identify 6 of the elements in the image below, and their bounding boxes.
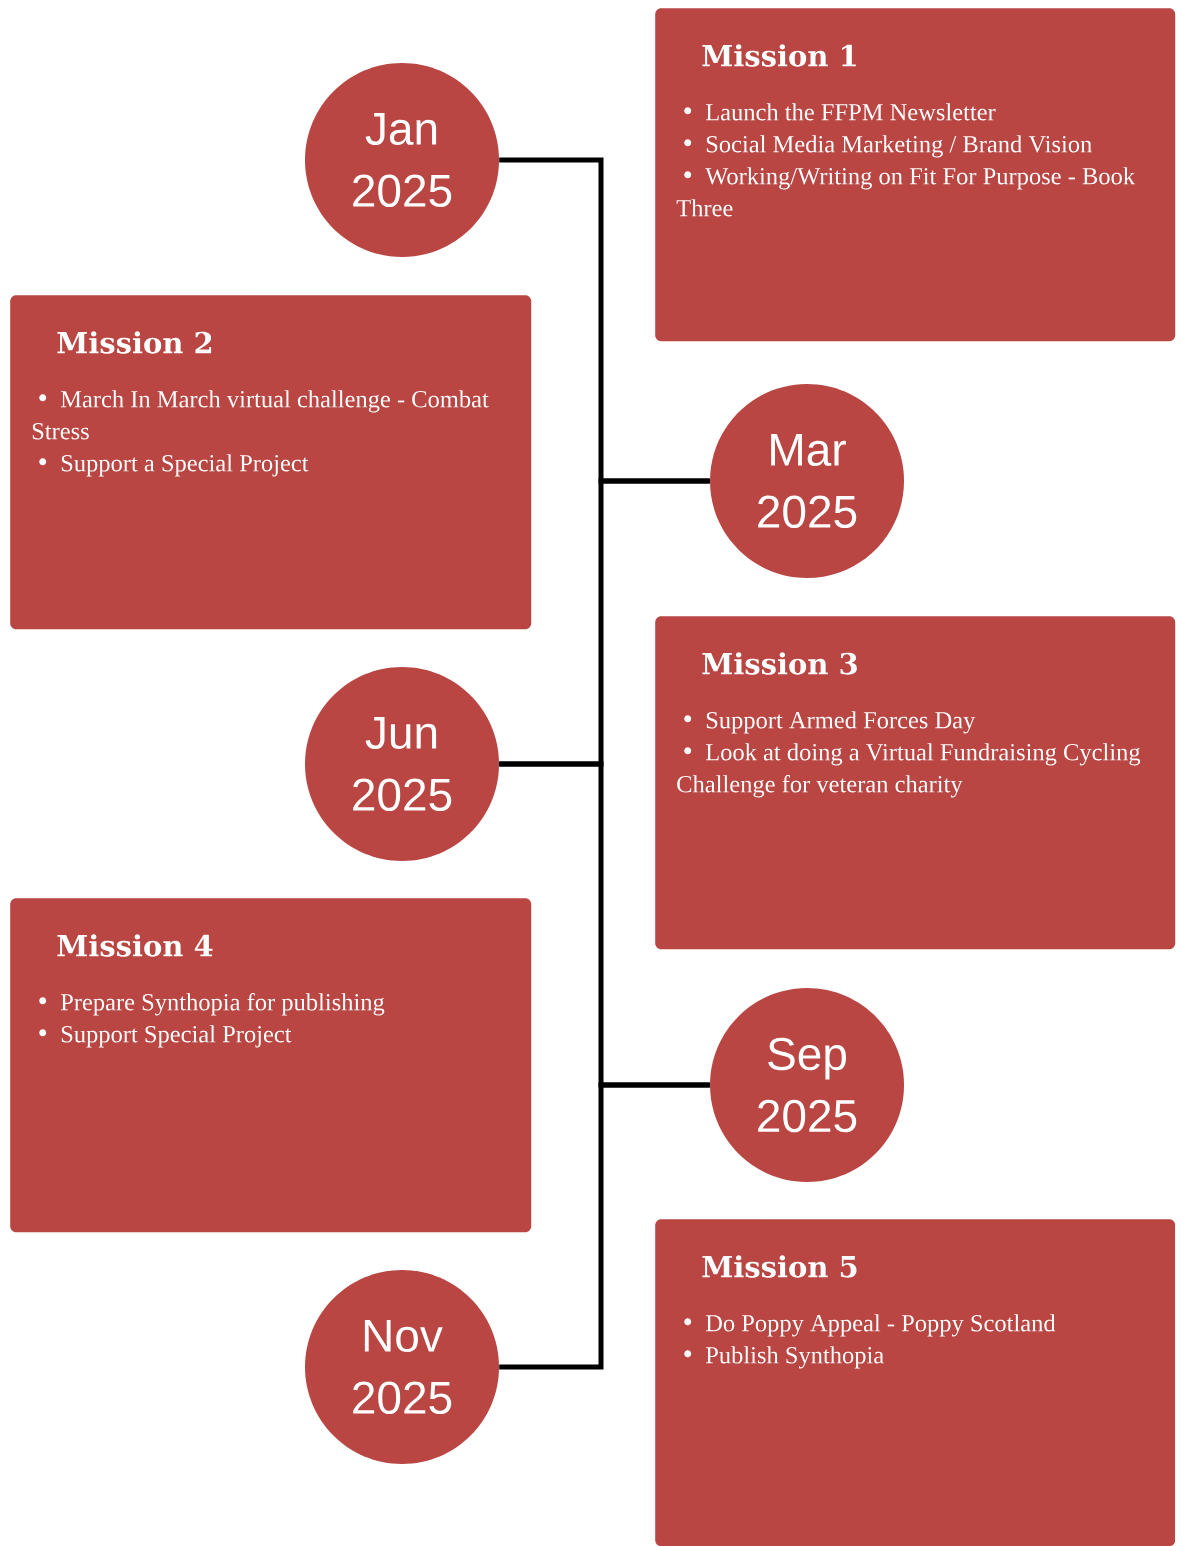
mission-box: Mission 2 March In March virtual challenge - Combat Stress Support a Special Project [10, 295, 532, 630]
mission-box: Mission 3 Support Armed Forces Day Look at doing a Virtual Fundraising Cycling Challenge for veteran charity [655, 616, 1176, 950]
connector-line [499, 1082, 710, 1370]
mission-box: Mission 4 Prepare Synthopia for publishing Support Special Project [10, 898, 532, 1233]
mission-box: Mission 1 Launch the FFPM Newsletter Social Media Marketing / Brand Vision Working/Writing on Fit For Purpose - Book Three [655, 8, 1176, 342]
mission-box: Mission 5 Do Poppy Appeal - Poppy Scotland Publish Synthopia [655, 1219, 1176, 1546]
